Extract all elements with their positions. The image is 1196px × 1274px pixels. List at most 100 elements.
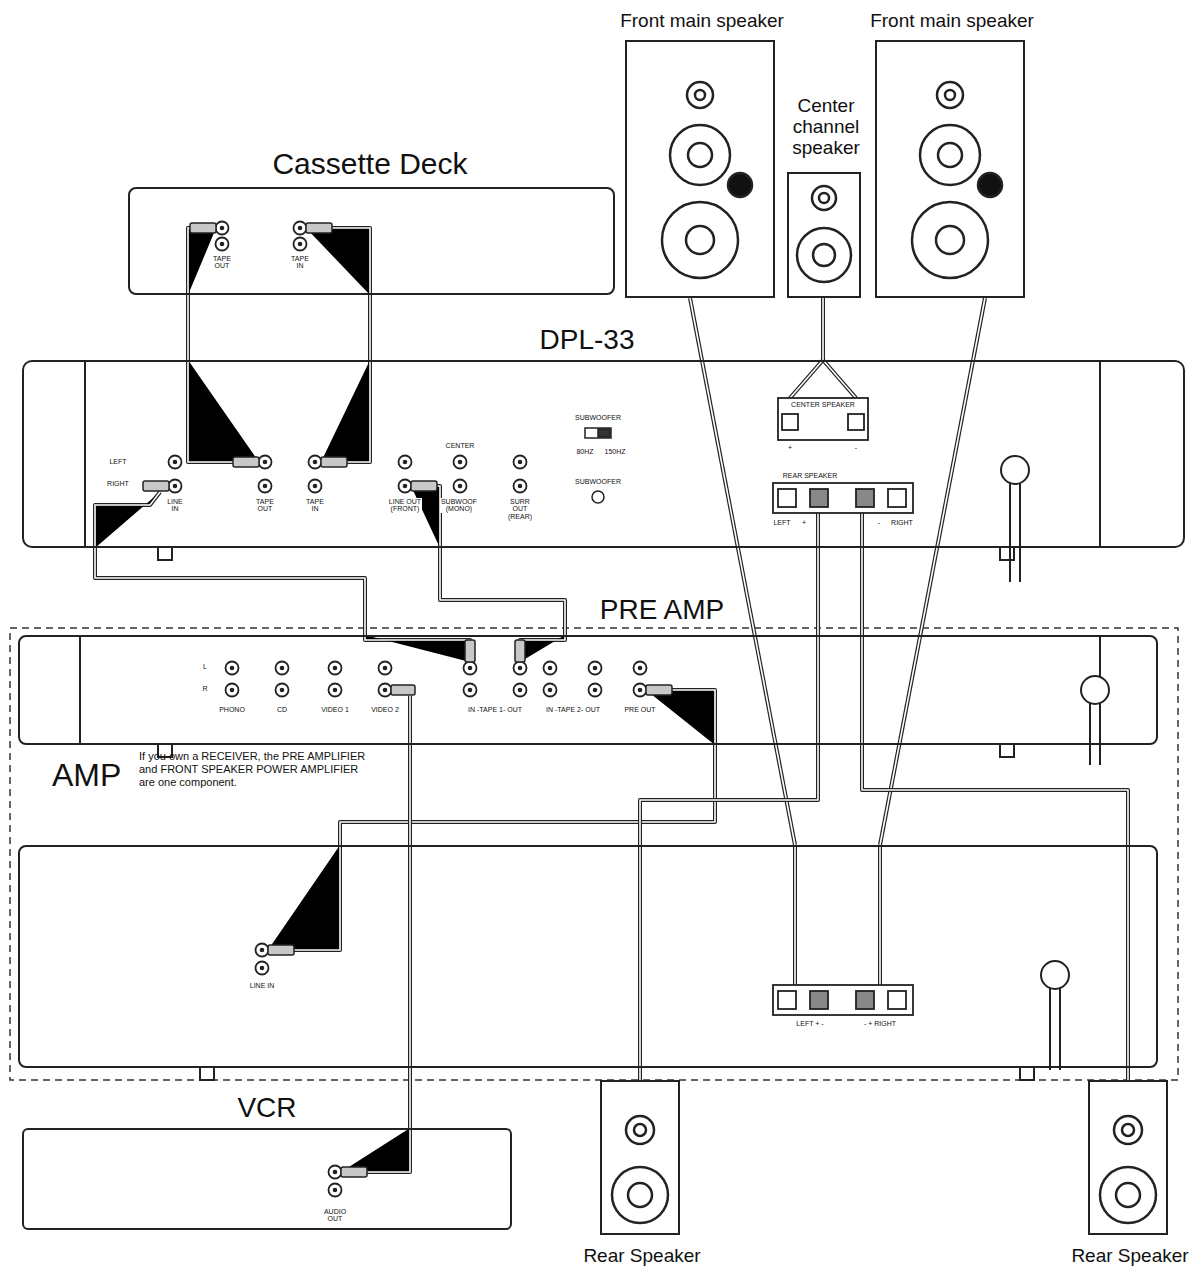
component-title: Rear Speaker xyxy=(1065,1245,1195,1266)
jack-label: CENTER SPEAKER xyxy=(787,401,859,408)
speaker-terminals xyxy=(773,398,913,1015)
cable-outline xyxy=(440,548,565,635)
rca-jacks xyxy=(169,480,182,493)
cable-stubs xyxy=(95,228,880,1172)
speaker-cabinet: Front main speaker xyxy=(875,40,1025,298)
audio-cable xyxy=(823,298,824,360)
jack-label: IN -TAPE 2- OUT xyxy=(538,706,608,713)
speaker-drivers xyxy=(628,1183,652,1207)
jack-label: PRE OUT xyxy=(622,706,658,713)
rca-plugs xyxy=(465,640,475,662)
power-cords xyxy=(1081,676,1109,704)
jack-label: + xyxy=(786,444,794,451)
cable-outline xyxy=(690,298,795,845)
power-cords xyxy=(1001,456,1109,1070)
speaker-terminals xyxy=(810,991,828,1009)
speaker-drivers xyxy=(797,228,851,282)
jack-label: IN -TAPE 1- OUT xyxy=(460,706,530,713)
audio-cable xyxy=(410,745,411,1128)
jack-label: LINE IN xyxy=(249,982,275,989)
speaker-terminals xyxy=(773,985,913,1015)
speaker-cabinet: Rear Speaker xyxy=(1088,1080,1168,1235)
speaker-drivers xyxy=(612,1167,668,1223)
audio-cable xyxy=(880,298,985,845)
speaker-drivers xyxy=(695,90,705,100)
speaker-drivers xyxy=(945,90,955,100)
note-text: If you own a RECEIVER, the PRE AMPLIFIER… xyxy=(139,750,367,790)
rca-jacks xyxy=(294,238,307,251)
audio-cable xyxy=(440,548,565,635)
jack-label: - xyxy=(852,444,860,451)
rca-jacks xyxy=(259,456,272,469)
component-title: Cassette Deck xyxy=(220,147,520,181)
rca-jacks xyxy=(226,662,239,675)
jack-label: VIDEO 1 xyxy=(320,706,350,713)
rca-jacks xyxy=(259,480,272,493)
speaker-drivers xyxy=(634,1124,646,1136)
rca-jacks xyxy=(169,222,647,1197)
power-cords xyxy=(1019,470,1021,582)
rca-jacks xyxy=(589,662,602,675)
jack-label: SUBWOOFER xyxy=(573,478,623,485)
rca-jacks xyxy=(329,662,342,675)
speaker-drivers xyxy=(626,1116,654,1144)
jack-label: LINE IN xyxy=(163,498,187,513)
speaker-terminals xyxy=(778,991,796,1009)
jack-label: - + RIGHT xyxy=(855,1020,905,1027)
jack-label: SUBWOOFER xyxy=(573,414,623,421)
speaker-terminals xyxy=(888,991,906,1009)
cable-core xyxy=(409,745,411,1128)
speaker-terminals xyxy=(778,398,868,440)
speaker-drivers xyxy=(1122,1124,1134,1136)
jack-label: REAR SPEAKER xyxy=(778,472,842,479)
component-title: Rear Speaker xyxy=(562,1245,722,1266)
rca-plugs xyxy=(268,945,294,955)
rca-plugs xyxy=(411,481,437,491)
speaker-cabinet: Rear Speaker xyxy=(600,1080,680,1235)
jack-label: R xyxy=(200,685,210,692)
cable-core xyxy=(440,548,565,635)
component-title: Front main speaker xyxy=(602,10,802,31)
rca-plugs xyxy=(646,685,672,695)
speaker-terminals xyxy=(848,414,864,430)
rca-jacks xyxy=(256,962,269,975)
audio-cable xyxy=(188,295,189,360)
speaker-drivers xyxy=(687,82,713,108)
cable-outline xyxy=(95,548,365,635)
power-cords xyxy=(1009,470,1011,582)
rca-jacks xyxy=(379,684,392,697)
jack-label: AUDIO OUT xyxy=(320,1208,350,1223)
rca-jacks xyxy=(589,684,602,697)
subwoofer-controls xyxy=(592,491,604,503)
rca-plugs xyxy=(306,223,332,233)
rca-jacks xyxy=(379,662,392,675)
cable-core xyxy=(640,548,818,1080)
speaker-cabinet: Front main speaker xyxy=(625,40,775,298)
speaker-drivers xyxy=(1114,1116,1142,1144)
jack-label: TAPE OUT xyxy=(252,498,278,513)
rca-jacks xyxy=(514,684,527,697)
panel-end-caps xyxy=(79,637,81,743)
rca-jacks xyxy=(329,1184,342,1197)
feet xyxy=(158,548,1034,1080)
jack-label: + xyxy=(800,519,808,526)
rca-jacks xyxy=(294,222,307,235)
rca-plugs xyxy=(233,457,259,467)
rca-jacks xyxy=(634,684,647,697)
rca-jacks xyxy=(544,684,557,697)
speaker-drivers xyxy=(920,125,980,185)
jack-label: - xyxy=(875,519,883,526)
cable-core xyxy=(880,298,985,845)
feet xyxy=(1000,548,1014,560)
speaker-drivers xyxy=(670,125,730,185)
cable-core xyxy=(690,298,795,845)
cable-core xyxy=(95,228,880,1172)
rca-jacks xyxy=(454,480,467,493)
component-panel: PRE AMP xyxy=(18,635,1158,745)
rca-jacks xyxy=(256,944,269,957)
subwoofer-controls xyxy=(585,428,611,438)
cable-core xyxy=(340,745,715,845)
jack-label: LEFT xyxy=(771,519,793,526)
speaker-drivers xyxy=(819,193,829,203)
